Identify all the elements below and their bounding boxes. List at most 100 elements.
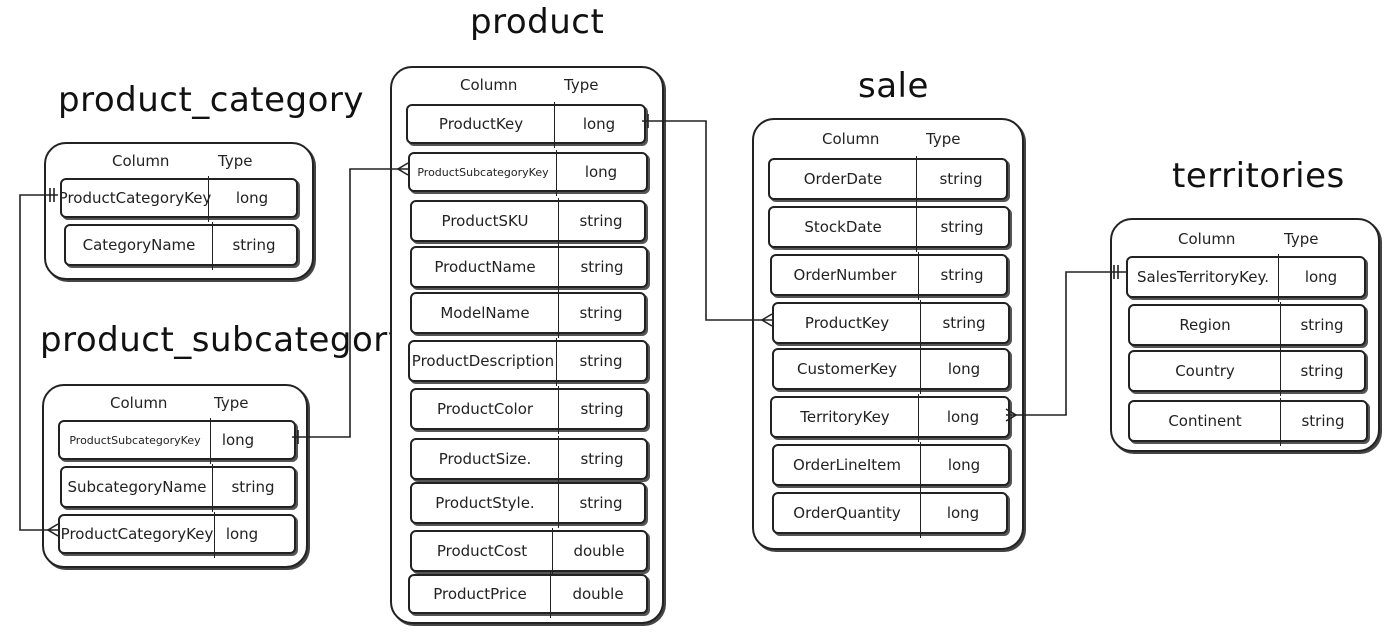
column-name-cell: ProductColor <box>436 400 534 418</box>
territories-title: territories <box>1172 156 1345 196</box>
table-row: ProductDescription string <box>408 338 648 386</box>
type-cell: string <box>1301 412 1345 430</box>
column-name-cell: ProductCategoryKey <box>58 189 212 207</box>
column-name-cell: ProductSKU <box>441 212 529 230</box>
type-header: Type <box>564 76 599 94</box>
column-name-cell: ProductName <box>434 258 536 276</box>
type-cell: long <box>235 189 269 207</box>
type-cell: string <box>1300 316 1344 334</box>
table-row: SalesTerritoryKey. long <box>1126 254 1366 302</box>
type-header: Type <box>218 152 253 170</box>
type-cell: string <box>232 236 276 254</box>
table-row: ProductSKU string <box>410 198 646 246</box>
type-cell: double <box>572 585 624 603</box>
table-row: CategoryName string <box>64 222 298 270</box>
type-cell: long <box>947 456 981 474</box>
column-name-cell: ProductKey <box>438 115 524 133</box>
relationship-territories-to-sale <box>1006 271 1126 416</box>
type-cell: double <box>573 542 625 560</box>
column-header: Column <box>460 76 518 94</box>
type-cell: string <box>580 450 624 468</box>
table-row: OrderDate string <box>768 156 1008 204</box>
column-name-cell: ProductSize. <box>438 450 532 468</box>
column-name-cell: CustomerKey <box>796 360 898 378</box>
column-name-cell: ProductCost <box>436 542 528 560</box>
table-row: ProductCategoryKey long <box>58 512 296 558</box>
type-header: Type <box>214 394 249 412</box>
product-subcategory-title: product_subcategory <box>40 320 409 360</box>
type-cell: long <box>946 504 980 522</box>
table-row: Country string <box>1128 348 1366 396</box>
column-name-cell: CategoryName <box>82 236 196 254</box>
table-row: ProductStyle. string <box>410 480 646 528</box>
table-row: StockDate string <box>768 204 1010 252</box>
product-category-table: Column Type ProductCategoryKey long Cate… <box>44 142 314 280</box>
column-name-cell: ModelName <box>440 304 530 322</box>
column-name-cell: OrderDate <box>803 170 883 188</box>
table-row: ProductSubcategoryKey long <box>408 150 648 196</box>
column-name-cell: SubcategoryName <box>67 478 207 496</box>
product-title: product <box>470 2 605 42</box>
table-row: ProductPrice double <box>408 572 648 618</box>
type-cell: string <box>580 258 624 276</box>
type-cell: long <box>946 408 980 426</box>
table-row: ModelName string <box>410 290 646 338</box>
column-name-cell: ProductStyle. <box>435 494 535 512</box>
column-header: Column <box>112 152 170 170</box>
column-name-cell: ProductPrice <box>433 585 527 603</box>
column-header: Column <box>1178 230 1236 248</box>
table-row: TerritoryKey long <box>770 394 1010 442</box>
type-header: Type <box>926 130 961 148</box>
table-row: ProductSubcategoryKey long <box>58 418 296 464</box>
type-cell: long <box>221 431 255 449</box>
type-cell: long <box>582 115 616 133</box>
column-name-cell: SalesTerritoryKey. <box>1137 268 1269 286</box>
type-header: Type <box>1284 230 1319 248</box>
column-name-cell: StockDate <box>804 218 882 236</box>
table-row: OrderNumber string <box>770 252 1008 300</box>
column-name-cell: Country <box>1175 362 1235 380</box>
column-name-cell: OrderLineItem <box>792 456 902 474</box>
product-subcategory-table: Column Type ProductSubcategoryKey long S… <box>42 384 308 568</box>
column-name-cell: OrderQuantity <box>793 504 901 522</box>
product-category-title: product_category <box>58 80 365 120</box>
table-row: ProductCategoryKey long <box>58 176 298 222</box>
type-cell: string <box>1300 362 1344 380</box>
type-cell: string <box>939 170 983 188</box>
type-cell: string <box>579 352 623 370</box>
table-row: CustomerKey long <box>772 346 1010 394</box>
table-row: OrderQuantity long <box>772 490 1008 538</box>
table-row: ProductColor string <box>410 386 648 434</box>
column-name-cell: Region <box>1179 316 1231 334</box>
type-cell: string <box>579 494 623 512</box>
type-cell: long <box>225 525 259 543</box>
type-cell: string <box>579 304 623 322</box>
type-cell: string <box>231 478 275 496</box>
column-name-cell: ProductSubcategoryKey <box>417 165 549 179</box>
column-header: Column <box>822 130 880 148</box>
column-name-cell: Continent <box>1168 412 1242 430</box>
type-cell: long <box>584 163 618 181</box>
type-cell: string <box>580 400 624 418</box>
table-row: SubcategoryName string <box>60 464 296 512</box>
type-cell: string <box>942 314 986 332</box>
type-cell: string <box>940 218 984 236</box>
column-name-cell: OrderNumber <box>793 266 897 284</box>
column-name-cell: ProductCategoryKey <box>60 525 214 543</box>
type-cell: string <box>579 212 623 230</box>
table-row: ProductKey long <box>406 102 646 148</box>
table-row: Region string <box>1128 302 1366 350</box>
column-name-cell: ProductDescription <box>411 352 555 370</box>
type-cell: string <box>940 266 984 284</box>
type-cell: long <box>947 360 981 378</box>
column-name-cell: TerritoryKey <box>800 408 890 426</box>
type-cell: long <box>1304 268 1338 286</box>
table-row: Continent string <box>1128 398 1368 446</box>
column-name-cell: ProductSubcategoryKey <box>69 433 201 447</box>
table-row: OrderLineItem long <box>772 442 1010 490</box>
table-row: ProductSize. string <box>410 436 648 484</box>
sale-title: sale <box>858 66 929 106</box>
